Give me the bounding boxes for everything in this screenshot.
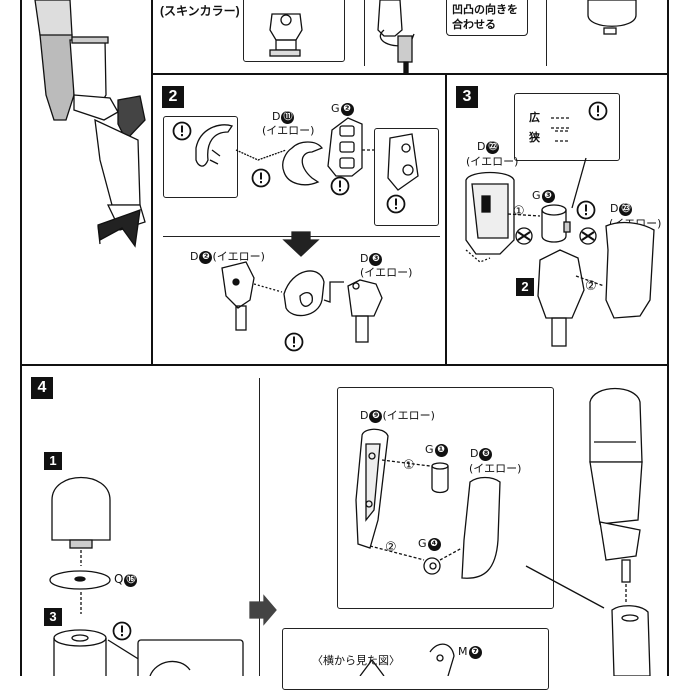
frame-h1 [151, 73, 669, 75]
part-d22-color: (イエロー) [466, 155, 519, 168]
step4-sub-2: ② [385, 540, 397, 555]
part-d3-color: (イエロー) [360, 266, 413, 279]
step4-divider [259, 378, 260, 676]
frame-divider-step23 [445, 73, 447, 365]
skin-color-label: (スキンカラー) [160, 4, 240, 18]
inset-wide-label: 広 [529, 111, 540, 124]
top-note-box [446, 0, 528, 36]
attention-icon [112, 621, 132, 641]
step-4-number: 4 [31, 377, 53, 399]
down-arrow-icon [282, 231, 320, 257]
note-line2: 合わせる [452, 18, 496, 31]
step4-side-view-parts [359, 643, 455, 676]
step3-ref-step-2: 2 [516, 278, 534, 296]
step4-sub-1: ① [403, 458, 415, 473]
top-row-parts [269, 0, 637, 75]
part-d8-color: (イエロー) [469, 462, 522, 475]
attention-icon [172, 121, 192, 141]
step3-parts [465, 117, 655, 347]
illustration-layer [34, 0, 655, 676]
arrow-right-icon [249, 594, 277, 626]
frame-right [667, 0, 669, 676]
frame-divider-top [151, 0, 153, 365]
step-3-number: 3 [456, 86, 478, 108]
step4-sub-step-1: 1 [44, 452, 62, 470]
frame-h2 [20, 364, 669, 366]
attention-icon [588, 101, 608, 121]
figure-leg-illustration [34, 0, 146, 248]
part-d11-color: (イエロー) [262, 124, 315, 137]
step-2-number: 2 [162, 86, 184, 108]
inset-narrow-label: 狭 [529, 131, 540, 144]
step3-sub-1: ① [513, 204, 525, 219]
step4-sub-step-3: 3 [44, 608, 62, 626]
step4-assembled-leg [589, 388, 651, 676]
top-divider-a [364, 0, 365, 66]
attention-icon [251, 168, 271, 188]
step4-detail-parts [355, 428, 605, 609]
attention-icon [284, 332, 304, 352]
note-line1: 凹凸の向きを [452, 3, 518, 16]
step4-left-parts [49, 477, 244, 676]
top-divider-b [546, 0, 547, 66]
attention-icon [386, 194, 406, 214]
attention-icon [330, 176, 350, 196]
attention-icon [576, 200, 596, 220]
frame-left [20, 0, 22, 676]
step3-sub-2: ② [585, 279, 597, 294]
side-view-label: 〈横から見た図〉 [312, 654, 400, 667]
step2-parts [195, 117, 419, 343]
